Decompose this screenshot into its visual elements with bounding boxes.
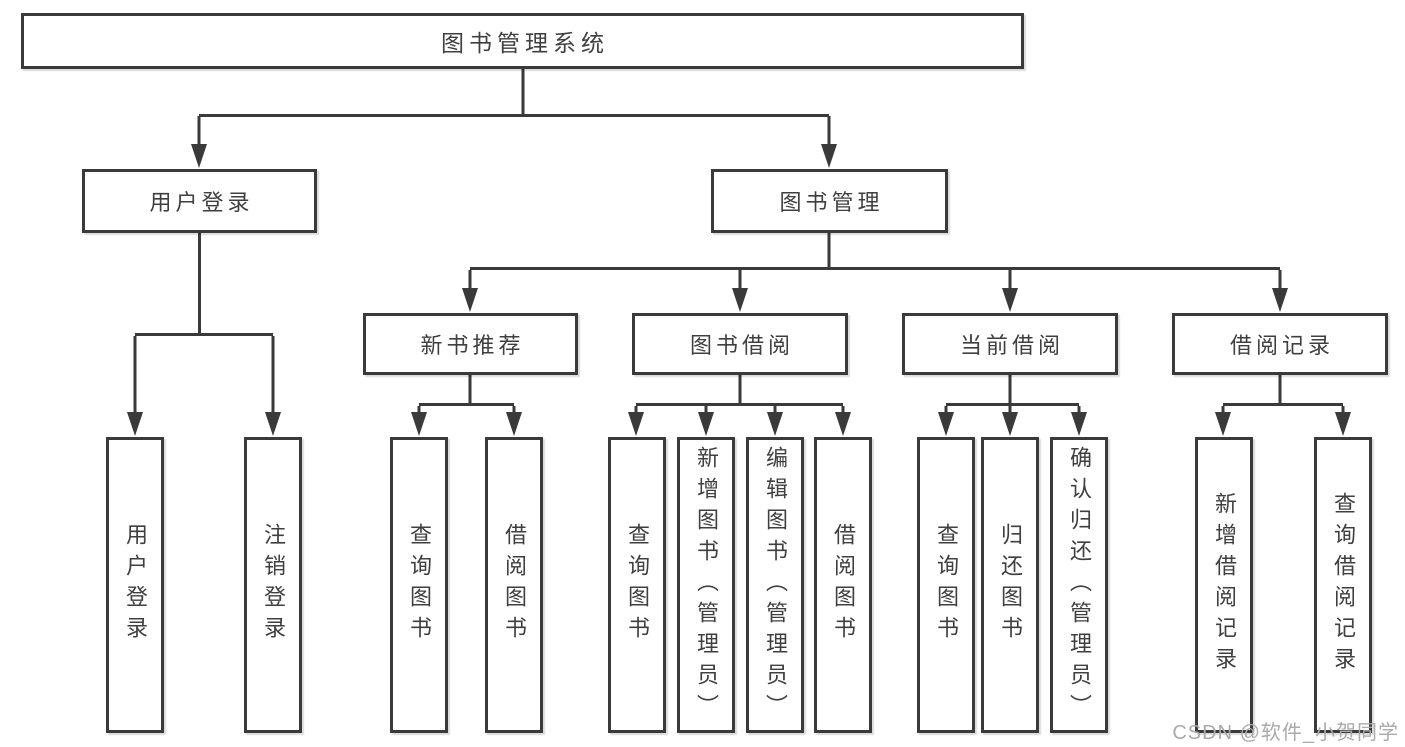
leaf-logout: 注销登录 bbox=[244, 437, 302, 733]
node-current-borrowing: 当前借阅 bbox=[902, 313, 1118, 375]
node-book-management: 图书管理 bbox=[711, 169, 948, 233]
node-label: 查询借阅记录 bbox=[1331, 492, 1356, 678]
leaf-add-books-admin: 新增图书（管理员） bbox=[677, 437, 735, 733]
node-label: 确认归还（管理员） bbox=[1067, 445, 1092, 725]
leaf-return-books: 归还图书 bbox=[981, 437, 1039, 733]
leaf-confirm-return-admin: 确认归还（管理员） bbox=[1050, 437, 1108, 733]
node-label: 当前借阅 bbox=[959, 333, 1064, 358]
node-label: 图书管理 bbox=[779, 190, 884, 215]
leaf-user-login: 用户登录 bbox=[106, 437, 164, 733]
csdn-watermark: CSDN @软件_小贺同学 bbox=[1172, 722, 1399, 744]
leaf-edit-books-admin: 编辑图书（管理员） bbox=[746, 437, 804, 733]
node-label: 借阅图书 bbox=[831, 523, 856, 647]
node-user-login: 用户登录 bbox=[82, 169, 317, 233]
node-label: 编辑图书（管理员） bbox=[763, 445, 788, 725]
node-label: 借阅记录 bbox=[1229, 333, 1334, 358]
leaf-add-borrow-record: 新增借阅记录 bbox=[1195, 437, 1253, 733]
node-label: 归还图书 bbox=[998, 523, 1023, 647]
leaf-borrow-books-borrowing: 借阅图书 bbox=[814, 437, 872, 733]
leaf-query-books-current: 查询图书 bbox=[917, 437, 975, 733]
leaf-query-books-recommend: 查询图书 bbox=[390, 437, 448, 733]
node-label: 用户登录 bbox=[149, 190, 254, 215]
node-label: 新增借阅记录 bbox=[1212, 492, 1237, 678]
leaf-borrow-books-recommend: 借阅图书 bbox=[485, 437, 543, 733]
node-label: 用户登录 bbox=[123, 523, 148, 647]
node-label: 新增图书（管理员） bbox=[694, 445, 719, 725]
node-borrowing-records: 借阅记录 bbox=[1172, 313, 1388, 375]
node-label: 注销登录 bbox=[261, 523, 286, 647]
node-label: 查询图书 bbox=[625, 523, 650, 647]
node-label: 新书推荐 bbox=[420, 333, 525, 358]
node-library-system: 图书管理系统 bbox=[21, 13, 1024, 69]
node-book-borrowing: 图书借阅 bbox=[632, 313, 848, 375]
node-label: 借阅图书 bbox=[502, 523, 527, 647]
node-label: 查询图书 bbox=[407, 523, 432, 647]
node-label: 图书管理系统 bbox=[441, 30, 609, 56]
node-label: 查询图书 bbox=[934, 523, 959, 647]
leaf-query-books-borrowing: 查询图书 bbox=[608, 437, 666, 733]
leaf-query-borrow-record: 查询借阅记录 bbox=[1314, 437, 1372, 733]
node-new-book-recommendation: 新书推荐 bbox=[363, 313, 578, 375]
node-label: 图书借阅 bbox=[689, 333, 794, 358]
